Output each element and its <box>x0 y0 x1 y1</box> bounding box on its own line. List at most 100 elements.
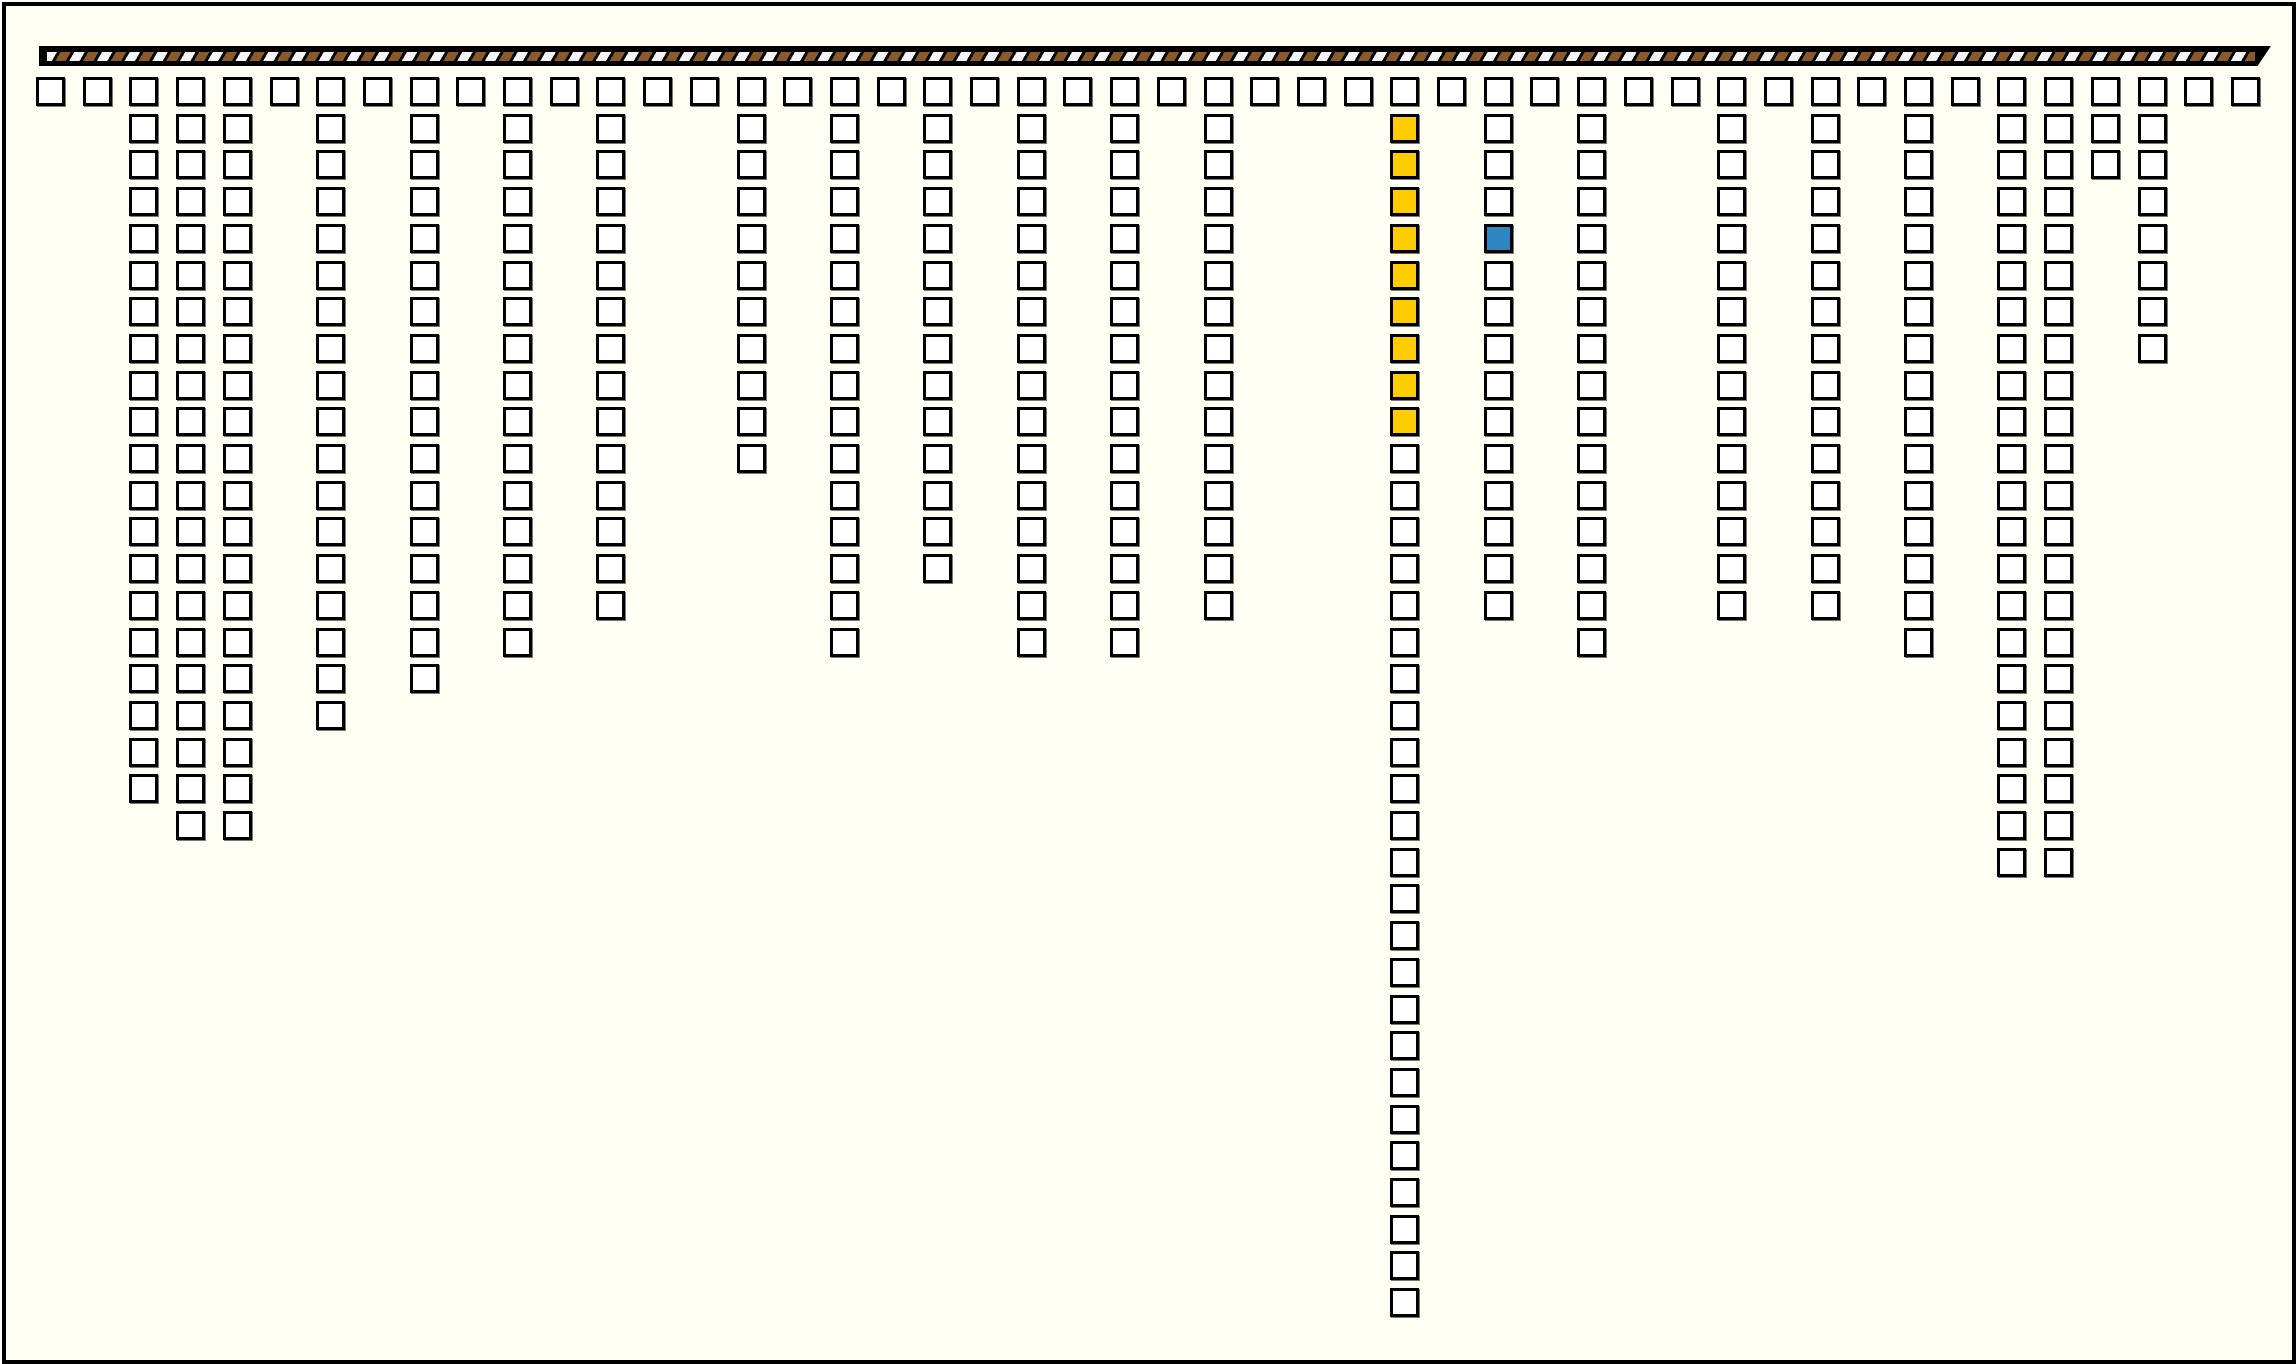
cell[interactable] <box>316 517 346 547</box>
cell[interactable] <box>829 407 859 437</box>
cell[interactable] <box>1110 223 1140 253</box>
cell[interactable] <box>1577 370 1607 400</box>
cell[interactable] <box>1390 1251 1420 1281</box>
cell-yellow[interactable] <box>1390 297 1420 327</box>
cell[interactable] <box>176 333 206 363</box>
cell[interactable] <box>1904 77 1933 106</box>
cell[interactable] <box>1904 627 1933 657</box>
cell[interactable] <box>176 444 206 473</box>
cell[interactable] <box>1390 884 1420 914</box>
cell[interactable] <box>409 627 439 657</box>
cell[interactable] <box>503 187 532 217</box>
cell[interactable] <box>1110 77 1140 106</box>
cell[interactable] <box>316 260 346 290</box>
cell[interactable] <box>503 590 532 620</box>
cell[interactable] <box>1810 150 1840 180</box>
cell[interactable] <box>1997 664 2027 694</box>
cell[interactable] <box>2044 627 2074 657</box>
cell[interactable] <box>1810 370 1840 400</box>
cell[interactable] <box>1390 994 1420 1024</box>
cell[interactable] <box>736 260 766 290</box>
cell[interactable] <box>596 480 626 510</box>
cell[interactable] <box>829 554 859 584</box>
cell[interactable] <box>409 444 439 473</box>
cell[interactable] <box>1016 590 1046 620</box>
cell[interactable] <box>1390 77 1420 106</box>
cell[interactable] <box>1810 554 1840 584</box>
cell[interactable] <box>1717 590 1747 620</box>
cell[interactable] <box>1997 737 2027 767</box>
cell[interactable] <box>1904 554 1933 584</box>
cell[interactable] <box>1810 113 1840 143</box>
cell[interactable] <box>1997 297 2027 327</box>
cell[interactable] <box>129 517 159 547</box>
cell[interactable] <box>1110 444 1140 473</box>
cell[interactable] <box>1296 77 1326 106</box>
cell[interactable] <box>1904 333 1933 363</box>
cell[interactable] <box>2044 554 2074 584</box>
cell[interactable] <box>1110 260 1140 290</box>
cell[interactable] <box>1997 847 2027 877</box>
cell[interactable] <box>1997 444 2027 473</box>
cell[interactable] <box>1483 297 1513 327</box>
cell[interactable] <box>503 480 532 510</box>
cell[interactable] <box>829 480 859 510</box>
cell[interactable] <box>1577 260 1607 290</box>
cell[interactable] <box>1390 444 1420 473</box>
cell[interactable] <box>409 333 439 363</box>
cell[interactable] <box>1997 77 2027 106</box>
cell[interactable] <box>1904 297 1933 327</box>
cell[interactable] <box>129 737 159 767</box>
cell[interactable] <box>1717 297 1747 327</box>
cell[interactable] <box>1810 444 1840 473</box>
cell[interactable] <box>736 370 766 400</box>
cell[interactable] <box>176 517 206 547</box>
cell[interactable] <box>923 333 953 363</box>
cell[interactable] <box>923 517 953 547</box>
cell[interactable] <box>1997 627 2027 657</box>
cell[interactable] <box>1717 517 1747 547</box>
cell[interactable] <box>1110 407 1140 437</box>
cell[interactable] <box>222 517 252 547</box>
cell[interactable] <box>1904 370 1933 400</box>
cell[interactable] <box>222 737 252 767</box>
cell[interactable] <box>2044 590 2074 620</box>
cell[interactable] <box>503 554 532 584</box>
cell[interactable] <box>409 517 439 547</box>
cell[interactable] <box>923 370 953 400</box>
cell[interactable] <box>1997 407 2027 437</box>
cell[interactable] <box>1904 407 1933 437</box>
cell[interactable] <box>1016 627 1046 657</box>
cell[interactable] <box>1717 150 1747 180</box>
cell[interactable] <box>222 700 252 730</box>
cell[interactable] <box>1997 223 2027 253</box>
cell[interactable] <box>1670 77 1700 106</box>
cell[interactable] <box>316 700 346 730</box>
cell[interactable] <box>409 260 439 290</box>
cell[interactable] <box>2230 77 2260 106</box>
cell[interactable] <box>2044 260 2074 290</box>
cell[interactable] <box>503 517 532 547</box>
cell-yellow[interactable] <box>1390 187 1420 217</box>
cell[interactable] <box>736 187 766 217</box>
cell[interactable] <box>222 297 252 327</box>
cell[interactable] <box>409 554 439 584</box>
cell[interactable] <box>316 297 346 327</box>
cell[interactable] <box>1483 444 1513 473</box>
cell[interactable] <box>1904 260 1933 290</box>
cell[interactable] <box>1016 554 1046 584</box>
cell[interactable] <box>503 333 532 363</box>
cell[interactable] <box>1717 223 1747 253</box>
cell[interactable] <box>736 150 766 180</box>
cell[interactable] <box>1390 1178 1420 1207</box>
cell[interactable] <box>82 77 112 106</box>
cell[interactable] <box>2137 223 2167 253</box>
cell[interactable] <box>503 77 532 106</box>
cell[interactable] <box>2044 811 2074 840</box>
cell[interactable] <box>1810 590 1840 620</box>
cell[interactable] <box>596 517 626 547</box>
cell[interactable] <box>1997 113 2027 143</box>
cell[interactable] <box>222 774 252 804</box>
cell[interactable] <box>222 333 252 363</box>
cell[interactable] <box>409 187 439 217</box>
